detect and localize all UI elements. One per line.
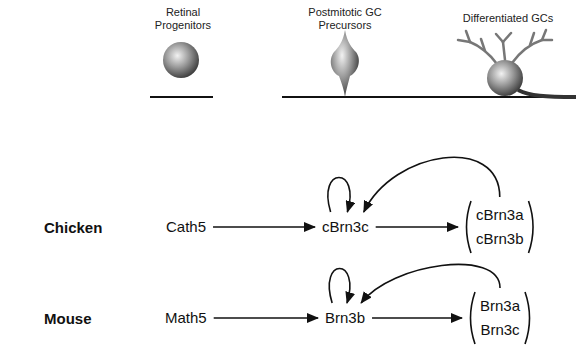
gene-name: cBrn3c: [322, 215, 369, 239]
arrow-connector: [376, 226, 458, 228]
gene-name: cBrn3b: [476, 227, 524, 251]
stage-label: Postmitotic GC Precursors: [299, 6, 391, 32]
gene-group: cBrn3acBrn3b: [462, 199, 538, 255]
gene-node: Cath5: [163, 213, 209, 241]
ganglion-cell: [458, 30, 576, 97]
gene-name: Cath5: [166, 215, 206, 239]
arrow-connector: [328, 178, 350, 213]
gene-node: cBrn3c: [319, 213, 372, 241]
stage-label: Differentiated GCs: [443, 12, 573, 25]
gene-name: Math5: [165, 306, 207, 330]
species-label: Chicken: [44, 219, 102, 236]
gene-name: Brn3c: [480, 318, 520, 342]
arrow-connector: [329, 269, 350, 304]
precursor-cell: [282, 30, 576, 97]
gene-name: cBrn3a: [476, 203, 524, 227]
gene-group: Brn3aBrn3c: [466, 290, 534, 346]
gene-node: Math5: [162, 304, 210, 332]
arrow-connector: [372, 317, 462, 319]
arrow-connector: [364, 157, 500, 212]
gene-name: Brn3a: [480, 294, 520, 318]
stage-label: Retinal Progenitors: [147, 6, 219, 32]
arrow-connector: [213, 226, 315, 228]
gene-name: Brn3b: [325, 306, 365, 330]
species-label: Mouse: [44, 310, 92, 327]
arrow-connector: [361, 264, 500, 303]
progenitor-cell: [150, 42, 213, 97]
gene-node: Brn3b: [322, 304, 368, 332]
arrow-connector: [214, 317, 318, 319]
